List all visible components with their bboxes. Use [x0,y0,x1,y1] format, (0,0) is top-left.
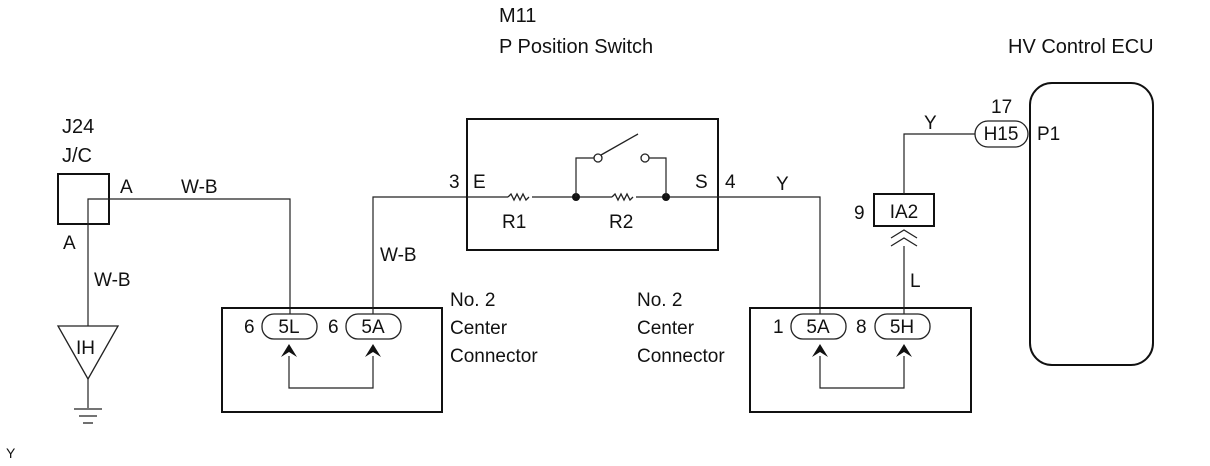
right-pin-a: 1 [773,317,784,338]
right-connector-line1: No. 2 [637,290,682,311]
wire-label-jc-ground: W-B [94,270,131,291]
ecu-name: HV Control ECU [1008,36,1154,58]
right-connector-5h [874,313,931,340]
wire-label-switch-center: Y [776,174,789,195]
switch-contact-left [593,153,603,163]
wire-label-jc-center: W-B [181,177,218,198]
switch-contact-right-wire [649,157,667,197]
wire-label-center-switch: W-B [380,245,417,266]
left-center-connector-box [221,307,443,413]
footer-mark: Y [6,445,16,461]
switch-name: P Position Switch [499,36,653,58]
wire-ia2-to-ecu [903,133,975,194]
left-conn-b-label: 5A [361,317,385,338]
left-pin-a: 6 [244,317,255,338]
switch-terminal-e: E [473,172,486,193]
ecu-terminal: P1 [1037,124,1060,145]
left-terminal-pin-a [281,344,297,357]
left-pin-b: 6 [328,317,339,338]
wire-switch-to-center [718,196,821,314]
ecu-connector-h15 [974,120,1029,148]
jc-internal-link [87,198,109,233]
right-pin-b: 8 [856,317,867,338]
right-connector-5a [790,313,847,340]
switch-pin-e: 3 [449,172,460,193]
jc-name: J/C [62,145,92,167]
jc-terminal-right: A [120,177,133,198]
ia2-pin: 9 [854,203,865,224]
right-connector-line2: Center [637,318,695,339]
label-r1: R1 [502,212,526,233]
p-position-switch-box [466,118,719,251]
switch-code: M11 [499,5,536,27]
switch-contact-left-wire [575,157,594,197]
wire-jc-to-center [109,198,291,314]
right-conn-a-label: 5A [806,317,830,338]
switch-terminal-s: S [695,172,708,193]
right-terminal-pin-b [896,344,912,357]
ecu-connector-label: H15 [984,124,1019,145]
ecu-box [1029,82,1154,366]
left-connector-line3: Connector [450,346,538,367]
wire-label-ia2-ecu: Y [924,113,937,134]
ground-symbol [56,325,120,424]
ia2-label: IA2 [890,202,919,223]
wire-label-center-ia2: L [910,271,921,292]
right-internal-loop [819,356,905,389]
switch-lever [600,133,639,156]
label-r2: R2 [609,212,633,233]
right-terminal-pin-a [812,344,828,357]
left-connector-5l [261,313,318,340]
jc-code: J24 [62,116,94,138]
wire-center-to-switch [372,196,467,314]
resistor-r1 [507,192,530,202]
left-internal-loop [288,356,374,389]
left-connector-line2: Center [450,318,508,339]
ecu-pin-number: 17 [991,97,1012,118]
jc-terminal-bottom: A [63,233,76,254]
right-connector-line3: Connector [637,346,725,367]
left-terminal-pin-b [365,344,381,357]
right-center-connector-box [749,307,972,413]
ia2-chevrons [890,229,918,247]
left-conn-a-label: 5L [278,317,299,338]
switch-pin-s: 4 [725,172,736,193]
left-connector-line1: No. 2 [450,290,495,311]
right-conn-b-label: 5H [890,317,914,338]
ground-label: IH [76,338,95,359]
resistor-r2 [611,192,634,202]
switch-contact-right [640,153,650,163]
